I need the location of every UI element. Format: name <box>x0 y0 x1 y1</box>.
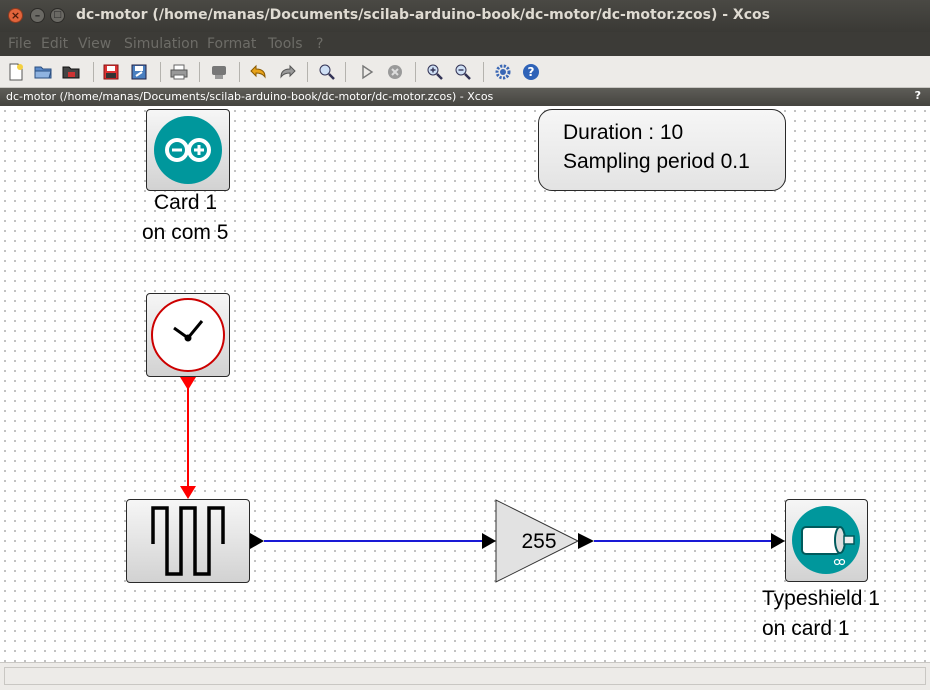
square-wave-icon <box>151 506 225 576</box>
menu-tools[interactable]: Tools <box>268 36 303 52</box>
zoom-out-button[interactable] <box>453 62 473 82</box>
save-as-icon <box>131 64 147 80</box>
undo-button[interactable] <box>249 62 269 82</box>
redo-button[interactable] <box>277 62 297 82</box>
arduino-setup-label-line2: on com 5 <box>142 221 229 244</box>
zoom-fit-icon <box>319 64 335 80</box>
zoom-out-icon <box>455 64 471 80</box>
pulse-event-input-port[interactable] <box>180 486 196 499</box>
gain-output-port[interactable] <box>578 533 594 549</box>
save-as-button[interactable] <box>129 62 149 82</box>
open-in-scilab-button[interactable] <box>61 62 81 82</box>
print-icon <box>170 64 188 80</box>
pulse-output-port[interactable] <box>250 533 264 549</box>
window-title: dc-motor (/home/manas/Documents/scilab-a… <box>76 7 770 23</box>
zoom-in-icon <box>427 64 443 80</box>
export-icon <box>212 66 226 79</box>
undo-icon <box>250 64 266 79</box>
diagram-title-bar: dc-motor (/home/manas/Documents/scilab-a… <box>0 88 930 106</box>
redo-icon <box>280 64 296 79</box>
open-button[interactable] <box>33 62 53 82</box>
new-document-icon <box>9 63 23 81</box>
help-button[interactable]: ? <box>521 62 541 82</box>
clock-icon <box>151 298 225 372</box>
menu-simulation[interactable]: Simulation <box>124 36 199 52</box>
minimize-icon: – <box>34 9 41 22</box>
dc-motor-block[interactable] <box>785 499 868 582</box>
help-icon: ? <box>523 64 539 80</box>
save-icon <box>103 64 119 80</box>
maximize-icon: □ <box>53 10 62 20</box>
gear-icon <box>495 64 511 80</box>
close-icon: × <box>10 9 21 22</box>
window-maximize-button[interactable]: □ <box>50 8 65 23</box>
status-bar-field <box>4 667 926 685</box>
window-titlebar: × – □ dc-motor (/home/manas/Documents/sc… <box>0 0 930 32</box>
stop-simulation-button[interactable] <box>385 62 405 82</box>
dc-motor-label-line2: on card 1 <box>762 617 850 640</box>
print-button[interactable] <box>169 62 189 82</box>
diagram-title: dc-motor (/home/manas/Documents/scilab-a… <box>6 90 494 103</box>
gain-value: 255 <box>521 530 556 553</box>
diagram-links: 255 <box>180 377 785 583</box>
window-minimize-button[interactable]: – <box>30 8 45 23</box>
menu-file[interactable]: File <box>8 36 32 52</box>
menu-bar: File Edit View Simulation Format Tools ? <box>0 32 930 56</box>
diagram-canvas[interactable]: Card 1 on com 5 Duration : 10 Sampling p… <box>0 106 930 662</box>
folder-scilab-icon <box>62 66 80 79</box>
dc-motor-input-port[interactable] <box>771 533 785 549</box>
dc-motor-icon <box>792 506 860 574</box>
arduino-logo-icon <box>154 116 222 184</box>
window-close-button[interactable]: × <box>8 8 23 23</box>
folder-open-icon <box>34 66 52 79</box>
menu-format[interactable]: Format <box>207 36 257 52</box>
arduino-setup-label-line1: Card 1 <box>154 191 218 214</box>
save-button[interactable] <box>101 62 121 82</box>
setup-button[interactable] <box>493 62 513 82</box>
gain-input-port[interactable] <box>482 533 496 549</box>
note-duration: Duration : 10 <box>563 121 684 144</box>
export-button[interactable] <box>209 62 229 82</box>
note-sampling-period: Sampling period 0.1 <box>563 150 750 173</box>
start-simulation-button[interactable] <box>357 62 377 82</box>
diagram-help-button[interactable]: ? <box>914 89 921 102</box>
simulation-info-note[interactable]: Duration : 10 Sampling period 0.1 <box>538 109 786 191</box>
play-icon <box>362 64 374 80</box>
new-diagram-button[interactable] <box>6 62 26 82</box>
stop-icon <box>388 65 402 79</box>
svg-text:?: ? <box>528 65 535 79</box>
gain-block[interactable]: 255 <box>495 499 580 583</box>
clock-block[interactable] <box>146 293 230 377</box>
fit-diagram-button[interactable] <box>317 62 337 82</box>
status-bar <box>0 662 930 690</box>
zoom-in-button[interactable] <box>425 62 445 82</box>
pulse-generator-block[interactable] <box>126 499 250 583</box>
menu-view[interactable]: View <box>78 36 112 52</box>
dc-motor-label-line1: Typeshield 1 <box>762 587 880 610</box>
clock-event-output-port[interactable] <box>180 377 196 390</box>
toolbar: ? <box>0 56 930 88</box>
arduino-setup-block[interactable] <box>146 109 230 191</box>
menu-edit[interactable]: Edit <box>41 36 69 52</box>
menu-help[interactable]: ? <box>316 36 324 52</box>
